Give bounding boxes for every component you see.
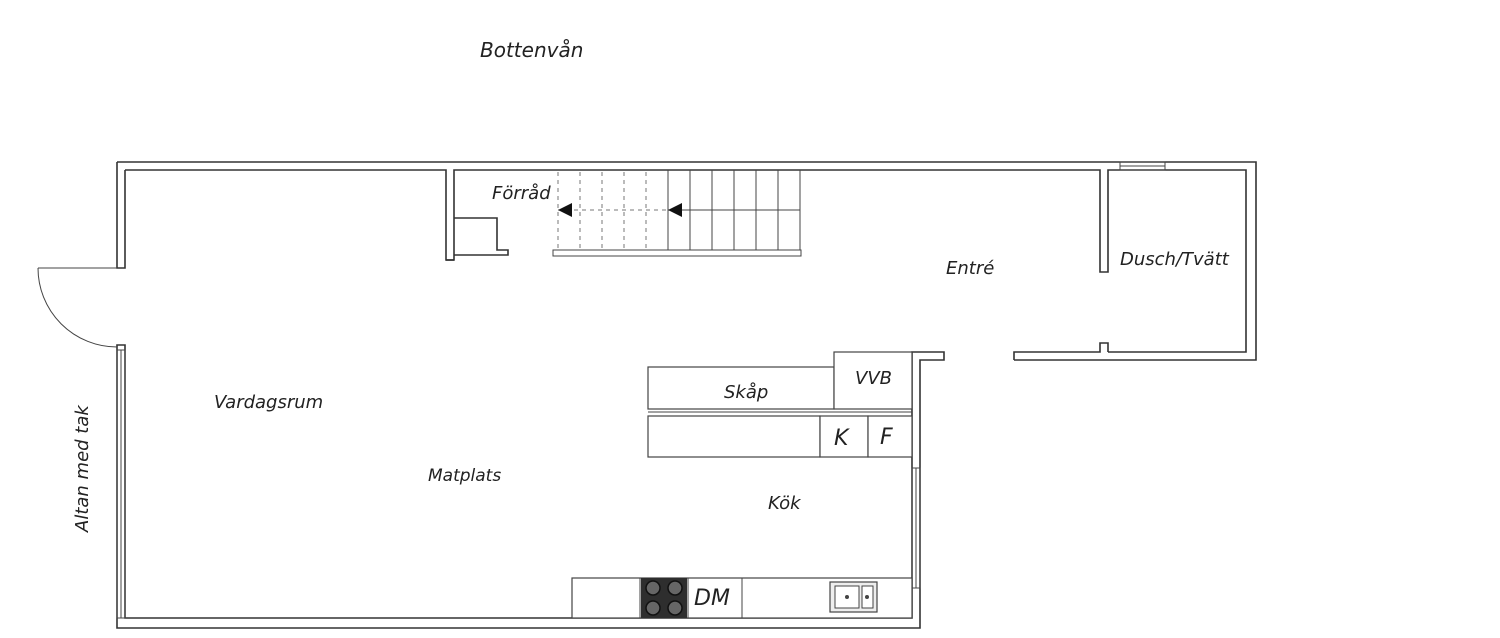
stove-icon	[641, 578, 687, 618]
room-label-kok: Kök	[768, 493, 802, 514]
staircase	[552, 170, 802, 257]
stair-arrow-icon	[558, 203, 572, 217]
room-label-vardagsrum: Vardagsrum	[214, 392, 323, 413]
room-label-entre: Entré	[946, 258, 994, 279]
fixture-label-skap: Skåp	[724, 382, 768, 403]
floor-title: Bottenvån	[480, 38, 583, 62]
room-label-dusch-tvatt: Dusch/Tvätt	[1120, 249, 1230, 270]
sink-icon	[829, 581, 878, 613]
outer-walls	[116, 161, 1257, 629]
room-label-matplats: Matplats	[428, 466, 501, 486]
fixture-label-kyl: K	[834, 426, 850, 451]
door-swing	[37, 267, 118, 348]
fixture-label-frys: F	[880, 425, 893, 450]
room-label-altan: Altan med tak	[72, 404, 93, 533]
room-label-forrad: Förråd	[492, 183, 551, 204]
fixture-label-diskmaskin: DM	[694, 586, 730, 611]
stair-arrow-icon	[668, 203, 682, 217]
fixture-label-vvb: VVB	[855, 368, 892, 389]
